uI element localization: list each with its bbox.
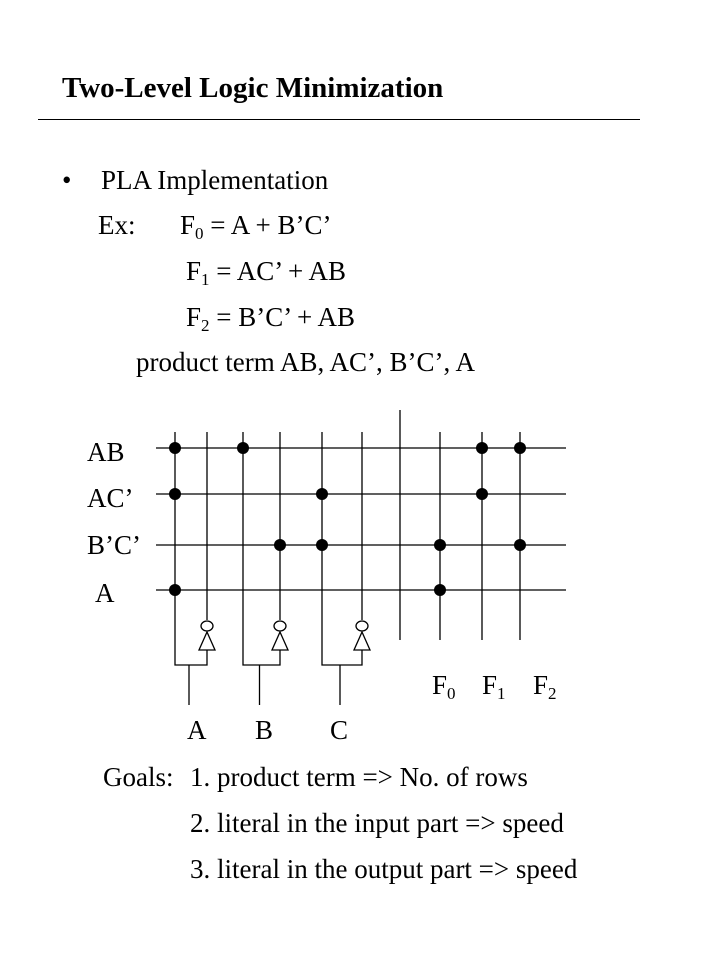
product-terms-line: product term AB, AC’, B’C’, A	[136, 347, 475, 377]
or-connection-dot	[476, 488, 488, 500]
out-sub: 0	[447, 684, 456, 703]
bullet-dot: •	[62, 165, 72, 195]
out-sub: 2	[548, 684, 557, 703]
input-true-line-0	[174, 432, 208, 666]
or-connection-dot	[434, 539, 446, 551]
equation-f1: F1 = AC’ + AB	[186, 256, 347, 289]
eq-fn: F	[180, 210, 196, 240]
output-label-f1: F1	[482, 670, 506, 703]
example-label: Ex:	[98, 210, 136, 240]
input-label-b: B	[255, 715, 274, 745]
and-connection-dot	[169, 488, 181, 500]
output-label-f0: F0	[432, 670, 456, 703]
and-connection-dot	[274, 539, 286, 551]
eq-rhs: = B’C’ + AB	[209, 302, 355, 332]
row-label-ab: AB	[87, 437, 125, 467]
and-connection-dot	[237, 442, 249, 454]
inverter-bubble-0	[200, 620, 214, 632]
output-label-f2: F2	[533, 670, 557, 703]
goal-item-3: 3. literal in the output part => speed	[190, 854, 578, 884]
or-connection-dot	[434, 584, 446, 596]
title-underline	[38, 119, 640, 120]
eq-fn: F	[186, 302, 202, 332]
equation-f0: F0 = A + B’C’	[180, 210, 332, 243]
row-label-acp: AC’	[87, 483, 134, 513]
inverter-triangle-2	[352, 630, 372, 651]
inverter-bubble-2	[355, 620, 369, 632]
input-label-a: A	[187, 715, 207, 745]
out-fn: F	[482, 670, 498, 700]
out-sub: 1	[497, 684, 506, 703]
goals-label: Goals:	[103, 762, 174, 792]
out-fn: F	[533, 670, 549, 700]
input-true-line-1	[242, 432, 281, 666]
inverter-triangle-1	[270, 630, 290, 651]
and-connection-dot	[169, 584, 181, 596]
eq-sub: 2	[201, 316, 210, 335]
input-true-line-2	[321, 432, 363, 666]
or-connection-dot	[514, 442, 526, 454]
eq-rhs: = AC’ + AB	[209, 256, 347, 286]
row-label-a: A	[95, 578, 115, 608]
or-connection-dot	[476, 442, 488, 454]
inverter-triangle-0	[197, 630, 217, 651]
and-connection-dot	[169, 442, 181, 454]
and-connection-dot	[316, 488, 328, 500]
out-fn: F	[432, 670, 448, 700]
equation-f2: F2 = B’C’ + AB	[186, 302, 355, 335]
bullet-text: PLA Implementation	[101, 165, 329, 195]
row-label-bpcp: B’C’	[87, 530, 141, 560]
inverter-bubble-1	[273, 620, 287, 632]
slide-title: Two-Level Logic Minimization	[62, 72, 444, 104]
goal-item-2: 2. literal in the input part => speed	[190, 808, 564, 838]
and-connection-dot	[316, 539, 328, 551]
eq-sub: 0	[195, 224, 204, 243]
eq-fn: F	[186, 256, 202, 286]
input-label-c: C	[330, 715, 349, 745]
eq-rhs: = A + B’C’	[203, 210, 332, 240]
goal-item-1: 1. product term => No. of rows	[190, 762, 528, 792]
or-connection-dot	[514, 539, 526, 551]
eq-sub: 1	[201, 270, 210, 289]
